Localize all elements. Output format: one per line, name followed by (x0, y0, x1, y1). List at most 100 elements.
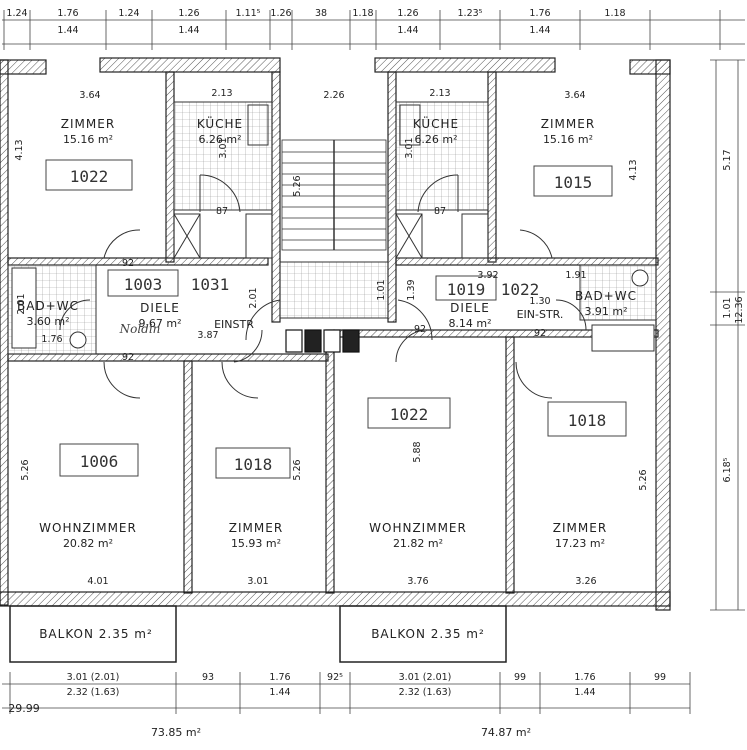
room-name-diele-r: DIELE (450, 301, 490, 315)
wall-top-mid-r (374, 57, 556, 73)
kitchen-l-cabinet-2 (245, 213, 273, 259)
box-number-8: 1018 (568, 411, 607, 430)
dim-zimmer-bl-h: 5.26 (292, 459, 303, 480)
bottom-dim-value-sub: 2.32 (1.63) (67, 687, 120, 698)
dim-kueche-r-w: 2.13 (429, 88, 450, 99)
landing-tiles (279, 261, 389, 319)
room-name-kueche-r: KÜCHE (413, 115, 459, 131)
kitchen-l-sink (247, 104, 269, 146)
room-area-kueche-l: 6.26 m² (198, 133, 241, 146)
bottom-dim-value: 1.76 (574, 672, 595, 683)
walls (0, 57, 671, 611)
box-number-10: 1018 (234, 455, 273, 474)
dim-side-517: 5.17 (722, 149, 733, 170)
wall-int-4 (487, 71, 497, 263)
total-area-b: 74.87 m² (481, 726, 531, 739)
top-dim-value: 1.24 (6, 8, 27, 19)
dim-dim-201-l: 2.01 (248, 287, 259, 308)
dim-wohn-r-w: 3.76 (407, 576, 428, 587)
top-dim-value-sub: 1.44 (178, 25, 199, 36)
boxed-numbers (45, 159, 627, 479)
box-number-1: 1022 (70, 167, 109, 186)
bottom-dim-value: 3.01 (2.01) (399, 672, 452, 683)
stair-core-shafts (285, 329, 360, 353)
room-area-wohn-l: 20.82 m² (63, 537, 113, 550)
dim-left-h: 4.13 (14, 139, 25, 160)
balcony-label-l: BALKON 2.35 m² (39, 627, 153, 641)
dim-side-1236: 12.36 (734, 296, 745, 323)
dim-door-92-c: 92 (414, 324, 426, 335)
room-name-kueche-l: KÜCHE (197, 115, 243, 131)
balcony-r-outline (339, 605, 507, 663)
room-name-wohn-r: WOHNZIMMER (369, 521, 467, 535)
room-name-zimmer-tl: ZIMMER (61, 117, 115, 131)
bottom-dimension-chain (2, 672, 691, 714)
total-area-a: 73.85 m² (151, 726, 201, 739)
room-area-zimmer-tl: 15.16 m² (63, 133, 113, 146)
wall-int-6 (325, 329, 335, 594)
room-name-zimmer-tr: ZIMMER (541, 117, 595, 131)
dim-bad-r-w: 1.91 (565, 270, 586, 281)
staircase (281, 139, 387, 251)
wall-int-7 (505, 336, 515, 594)
room-area-bad-r: 3.91 m² (584, 305, 627, 318)
dim-wall-l: 3.01 (218, 137, 229, 158)
kitchen-r-cabinet-x2 (395, 213, 423, 259)
dim-zimmer-bl-w: 3.01 (247, 576, 268, 587)
bottom-dim-value: 1.76 (269, 672, 290, 683)
top-dim-value-sub: 1.44 (57, 25, 78, 36)
box-number-4: 1031 (191, 275, 230, 294)
einstr-label-r: EIN-STR. (517, 308, 564, 321)
top-dim-value: 1.11⁵ (236, 8, 261, 19)
bottom-dim-value-sub: 1.44 (574, 687, 595, 698)
kitchen-r-cabinet-2 (461, 213, 489, 259)
dim-door-92-b: 92 (122, 352, 134, 363)
bottom-dim-value: 99 (514, 672, 526, 683)
wall-int-1 (165, 71, 175, 263)
room-area-zimmer-tr: 15.16 m² (543, 133, 593, 146)
dim-wall-r: 3.01 (404, 137, 415, 158)
dim-bad-l-h: 2.01 (16, 293, 27, 314)
top-dim-value: 1.26 (178, 8, 199, 19)
room-name-wohn-l: WOHNZIMMER (39, 521, 137, 535)
top-dim-value: 1.76 (57, 8, 78, 19)
dim-dim-101: 1.01 (376, 279, 387, 300)
wall-top-mid-l (99, 57, 281, 73)
dim-wohn-l-h: 5.26 (20, 459, 31, 480)
room-name-diele-l: DIELE (140, 301, 180, 315)
bath-l-tub (11, 267, 37, 349)
dim-side-618: 6.18⁵ (722, 457, 733, 482)
dim-diele-l-w: 3.87 (197, 330, 218, 341)
kitchen-l-cabinet (173, 213, 201, 259)
wall-left (0, 59, 9, 606)
wall-top-left (0, 59, 47, 75)
top-dim-value-sub: 1.44 (529, 25, 550, 36)
kitchen-r-sink (399, 104, 421, 146)
dim-bad-l-w: 1.76 (41, 334, 62, 345)
dim-kueche-l-w: 2.13 (211, 88, 232, 99)
dim-door-87-l: 87 (216, 206, 228, 217)
room-area-diele-r: 8.14 m² (448, 317, 491, 330)
wall-mid-r (395, 257, 659, 266)
balcony-l-outline (9, 605, 177, 663)
room-name-zimmer-br: ZIMMER (553, 521, 607, 535)
room-name-bad-r: BAD+WC (575, 289, 637, 303)
bottom-dim-value: 93 (202, 672, 214, 683)
dim-door-87-r: 87 (434, 206, 446, 217)
top-dim-value: 1.18 (352, 8, 373, 19)
right-dimension-lines (710, 59, 745, 611)
top-dim-value-sub: 1.44 (397, 25, 418, 36)
total-left: 29.99 (8, 702, 40, 715)
top-dim-value: 1.26 (270, 8, 291, 19)
bottom-dim-value: 3.01 (2.01) (67, 672, 120, 683)
wall-int-3 (387, 71, 397, 323)
dim-door-92-a: 92 (122, 258, 134, 269)
room-area-zimmer-br: 17.23 m² (555, 537, 605, 550)
box-number-9: 1006 (80, 452, 119, 471)
bath-r-toilet (631, 269, 649, 287)
room-name-bad-l: BAD+WC (17, 299, 79, 313)
bottom-dim-value: 99 (654, 672, 666, 683)
handwritten-note: Noldin (119, 322, 161, 336)
kitchen-l-tiles (173, 101, 273, 211)
